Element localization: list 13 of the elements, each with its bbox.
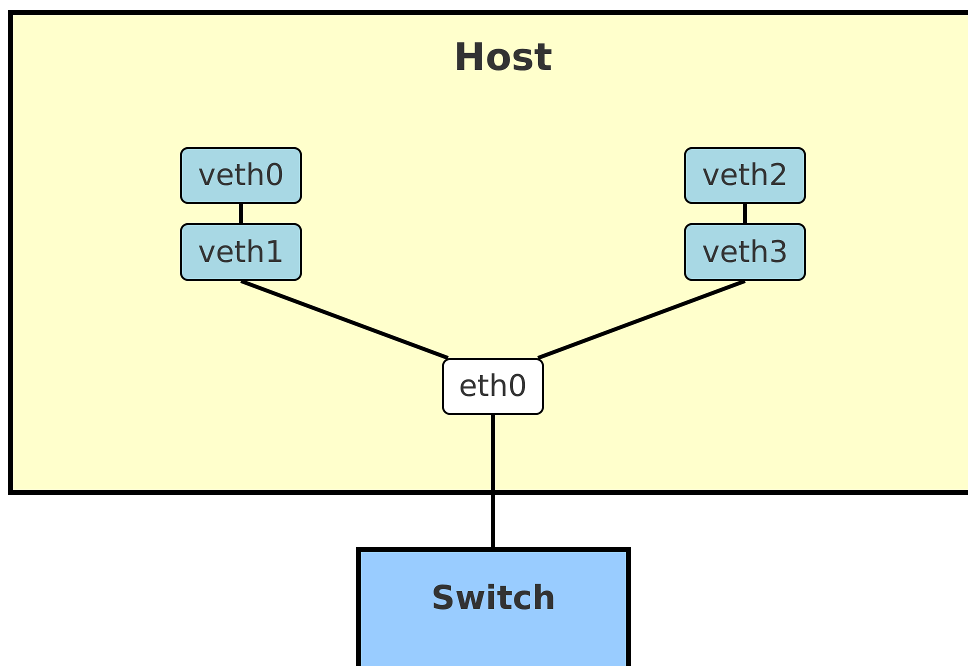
host-box [8,10,968,495]
host-title: Host [452,35,554,79]
connector-line [537,279,746,360]
interface-box: veth2 [684,147,806,204]
interface-box: veth1 [180,223,302,281]
connector-line [239,204,243,223]
interface-box: eth0 [442,358,544,415]
interface-box: veth3 [684,223,806,281]
interface-box: veth0 [180,147,302,204]
connector-line [743,204,747,223]
switch-box: Switch [356,547,631,666]
connector-line [240,279,449,360]
connector-line [491,415,495,547]
